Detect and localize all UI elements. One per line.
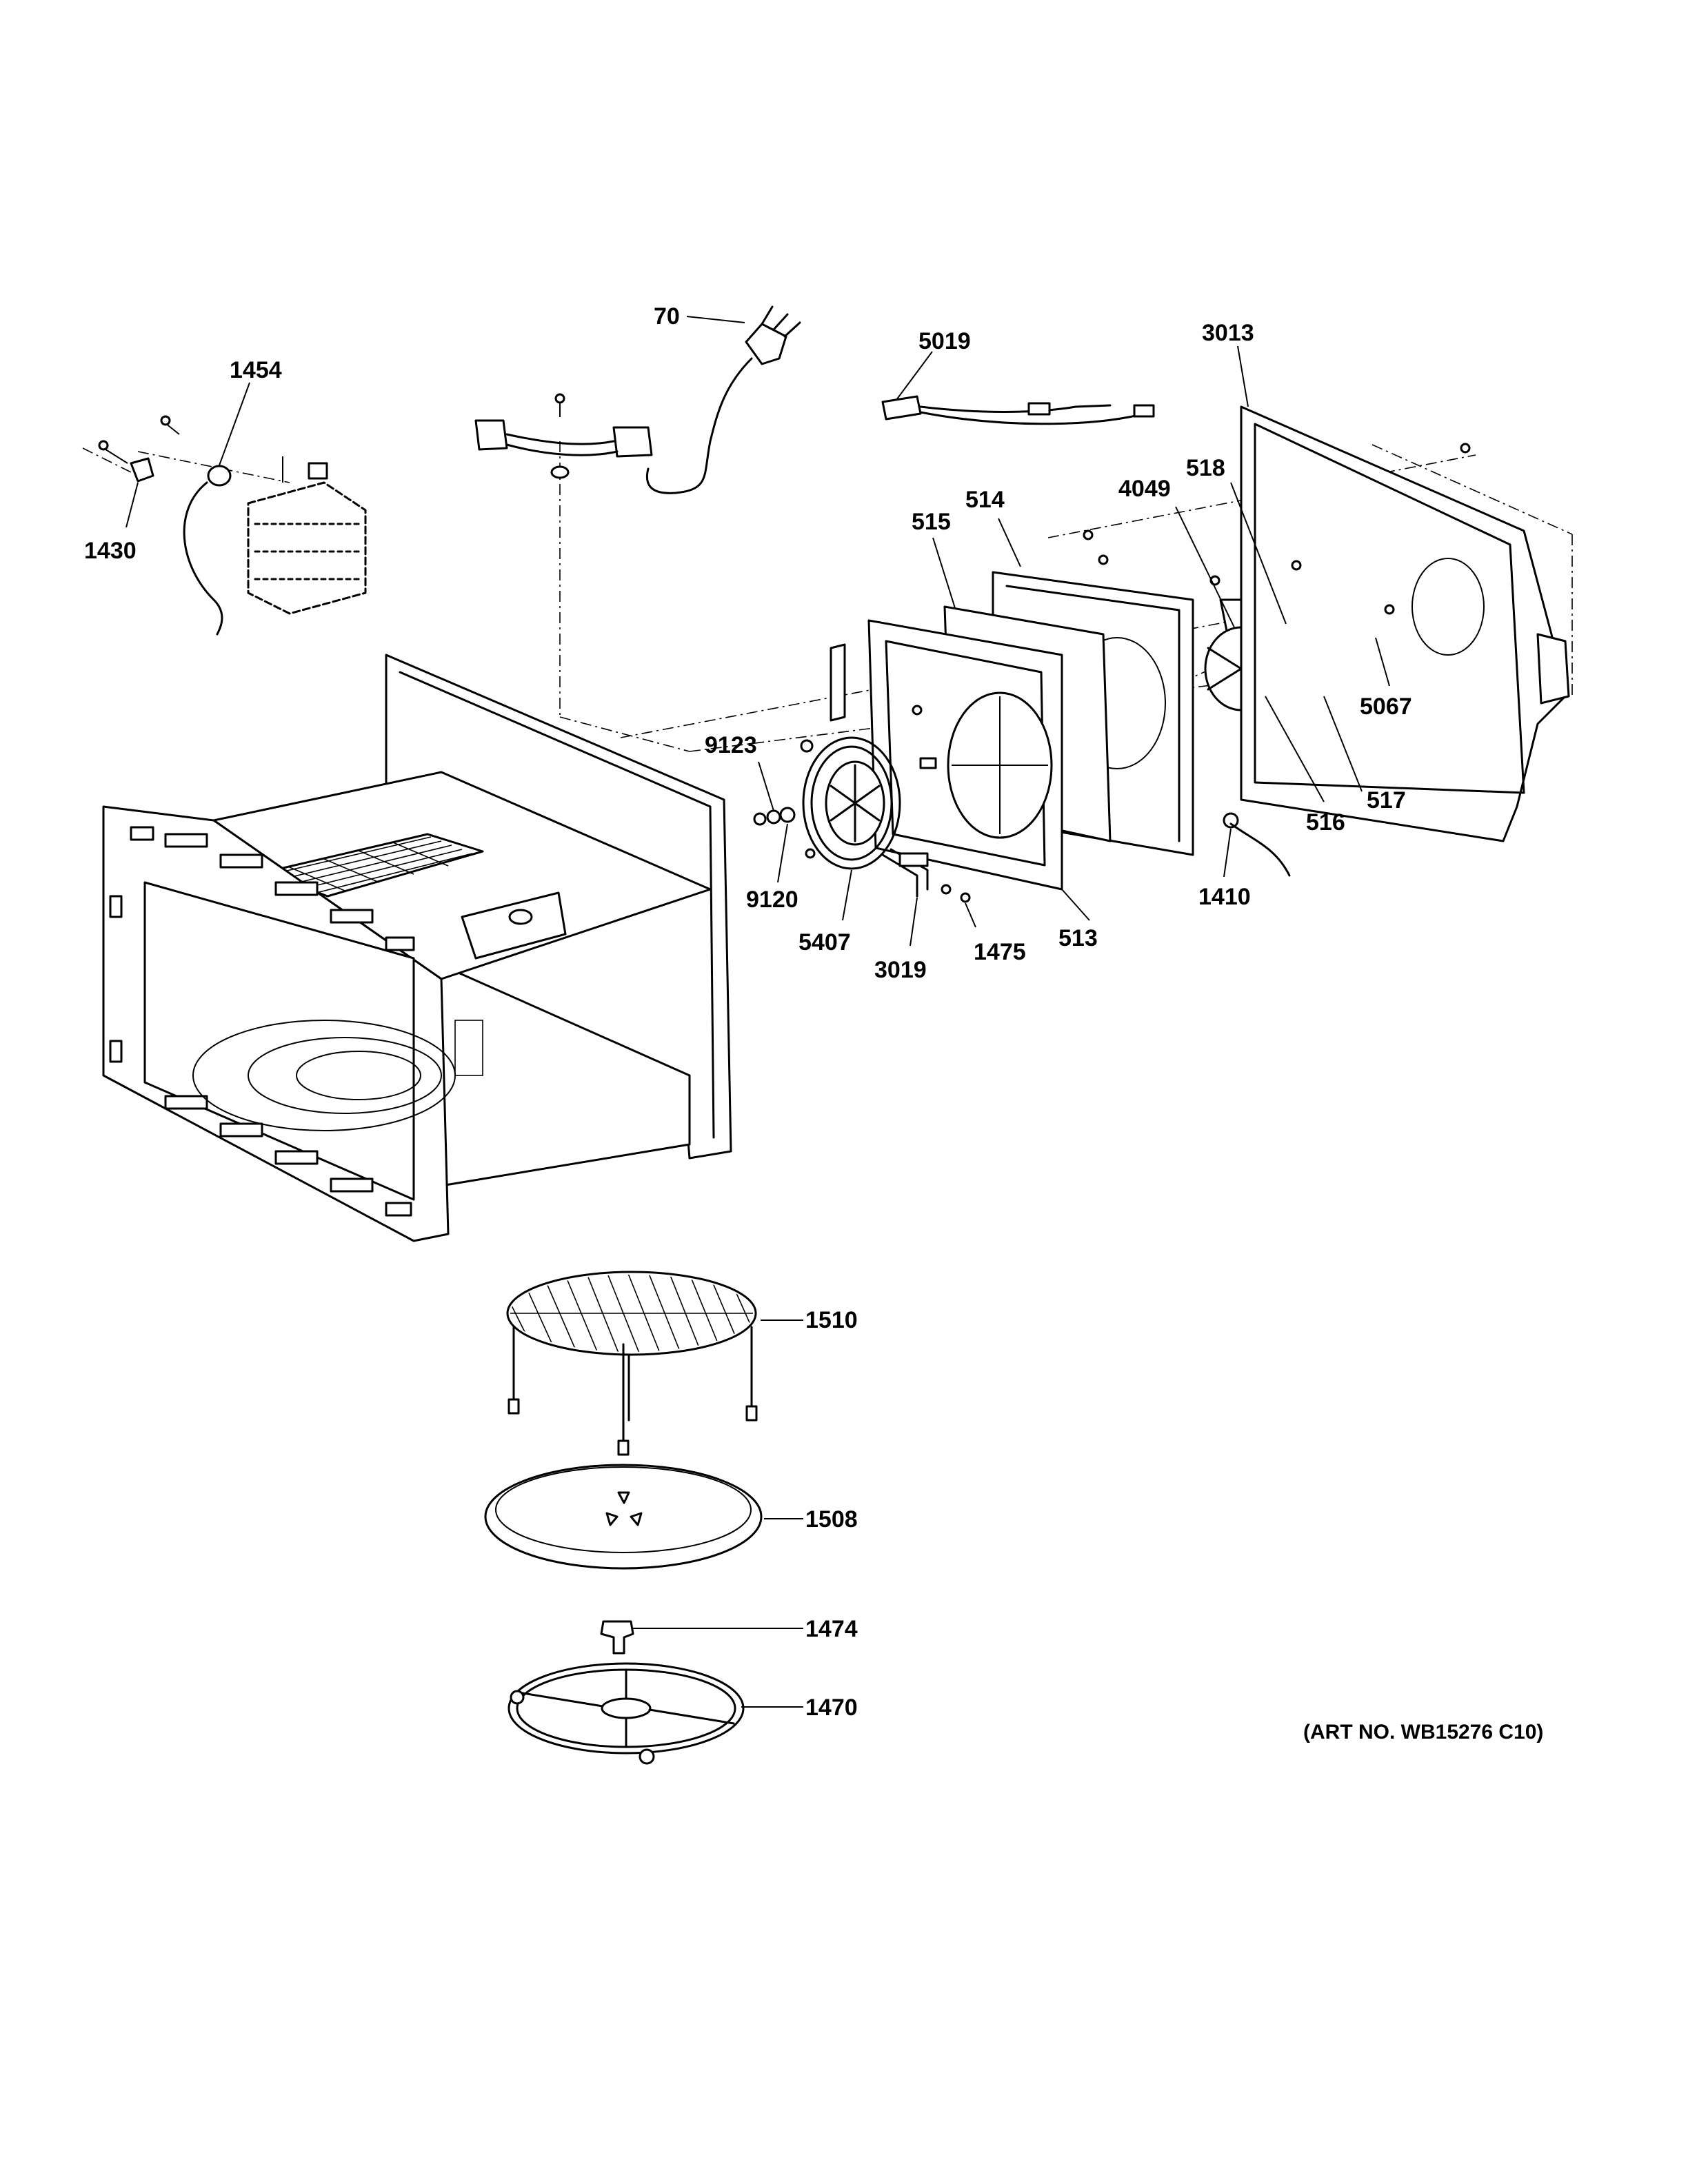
power-cord-part (474, 305, 801, 494)
callout-5407: 5407 (798, 929, 851, 956)
callout-3013: 3013 (1202, 320, 1254, 346)
callout-1510: 1510 (805, 1307, 858, 1333)
callout-1454: 1454 (230, 357, 282, 383)
oven-rack-part (506, 1271, 758, 1456)
callout-516: 516 (1306, 809, 1345, 836)
glass-tray-part (484, 1464, 763, 1570)
convection-panels-part (830, 571, 1194, 891)
callout-labels: 70 1454 1430 5019 3013 514 515 4049 518 … (84, 303, 1412, 1721)
callout-1474: 1474 (805, 1616, 858, 1642)
coupler-part (600, 1620, 634, 1655)
wire-harness-part (881, 395, 1155, 425)
callout-1470: 1470 (805, 1695, 858, 1721)
callout-3019: 3019 (874, 957, 927, 983)
callout-515: 515 (912, 509, 951, 535)
washers-part (753, 807, 796, 826)
oven-cavity-part (102, 654, 732, 1242)
callout-517: 517 (1367, 787, 1406, 813)
art-number: (ART NO. WB15276 C10) (1303, 1721, 1543, 1743)
callout-9123: 9123 (705, 732, 757, 758)
callout-518: 518 (1186, 455, 1225, 481)
callout-9120: 9120 (746, 887, 798, 913)
callout-1475: 1475 (974, 939, 1026, 965)
callout-514: 514 (965, 487, 1005, 513)
screws-part (98, 415, 1471, 903)
switch-bracket-part (103, 420, 367, 636)
outer-wrapper-part (1240, 405, 1570, 842)
callout-513: 513 (1058, 925, 1098, 951)
convection-element-part (800, 736, 929, 898)
callout-4049: 4049 (1118, 476, 1171, 502)
roller-ring-part (508, 1662, 745, 1765)
callout-1410: 1410 (1198, 884, 1251, 910)
callout-5019: 5019 (918, 328, 971, 354)
callout-1508: 1508 (805, 1506, 858, 1533)
callout-70: 70 (654, 303, 680, 330)
callout-5067: 5067 (1360, 694, 1412, 720)
leader-lines (125, 316, 1390, 1708)
callout-1430: 1430 (84, 538, 137, 564)
